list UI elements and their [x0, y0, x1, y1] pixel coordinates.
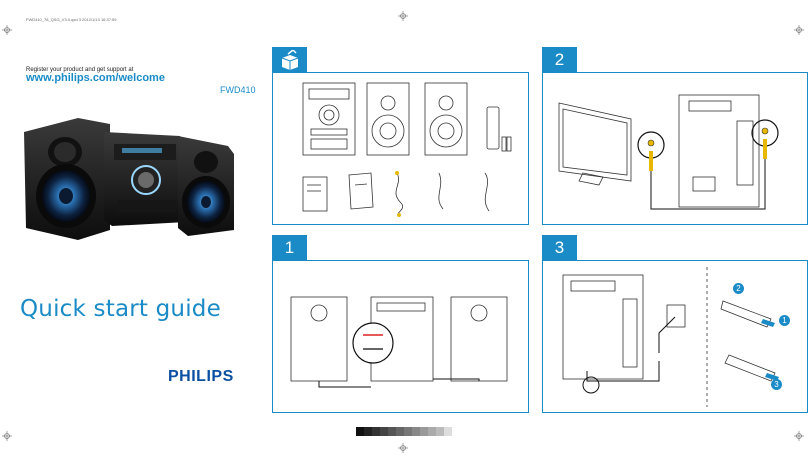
print-swatch [444, 427, 452, 436]
battery-step-one-label: 1 [782, 316, 787, 325]
print-swatch [356, 427, 364, 436]
guide-title: Quick start guide [20, 296, 221, 322]
step-three-number: 3 [554, 238, 565, 257]
print-swatch [436, 427, 444, 436]
model-number: FWD410 [220, 85, 256, 95]
print-swatch [412, 427, 420, 436]
step-one-badge: 1 [272, 235, 307, 261]
box-icon [272, 47, 307, 78]
print-swatch [372, 427, 380, 436]
print-swatch [404, 427, 412, 436]
print-swatch [364, 427, 372, 436]
crop-mark-icon [794, 428, 804, 446]
battery-step-two-badge: 2 [733, 283, 744, 294]
battery-step-one-badge: 1 [779, 315, 790, 326]
support-url[interactable]: www.philips.com/welcome [26, 72, 165, 84]
print-swatch [396, 427, 404, 436]
crop-mark-icon [2, 22, 12, 40]
product-photo [18, 110, 240, 255]
print-swatch [428, 427, 436, 436]
box-badge [272, 47, 307, 73]
print-swatch [388, 427, 396, 436]
step-two-number: 2 [554, 50, 565, 69]
step-one-number: 1 [284, 238, 295, 257]
battery-step-three-badge: 3 [771, 379, 782, 390]
step-three-badge: 3 [542, 235, 577, 261]
crop-mark-icon [2, 428, 12, 446]
battery-step-three-label: 3 [774, 380, 779, 389]
print-swatch [420, 427, 428, 436]
print-swatch [380, 427, 388, 436]
step-three-panel: 2 1 3 [542, 260, 808, 413]
print-slug: FWD410_78_QSG_V3.0.qxd 3 2012/1/13 16:37… [26, 17, 117, 22]
step-two-badge: 2 [542, 47, 577, 73]
register-text: Register your product and get support at [26, 67, 134, 73]
crop-mark-icon [398, 8, 408, 26]
box-contents-panel [272, 72, 529, 225]
crop-mark-icon [398, 440, 408, 458]
battery-step-two-label: 2 [736, 284, 741, 293]
step-two-panel [542, 72, 808, 225]
brand-logo: PHILIPS [168, 368, 234, 385]
step-one-panel [272, 260, 529, 413]
crop-mark-icon [794, 22, 804, 40]
